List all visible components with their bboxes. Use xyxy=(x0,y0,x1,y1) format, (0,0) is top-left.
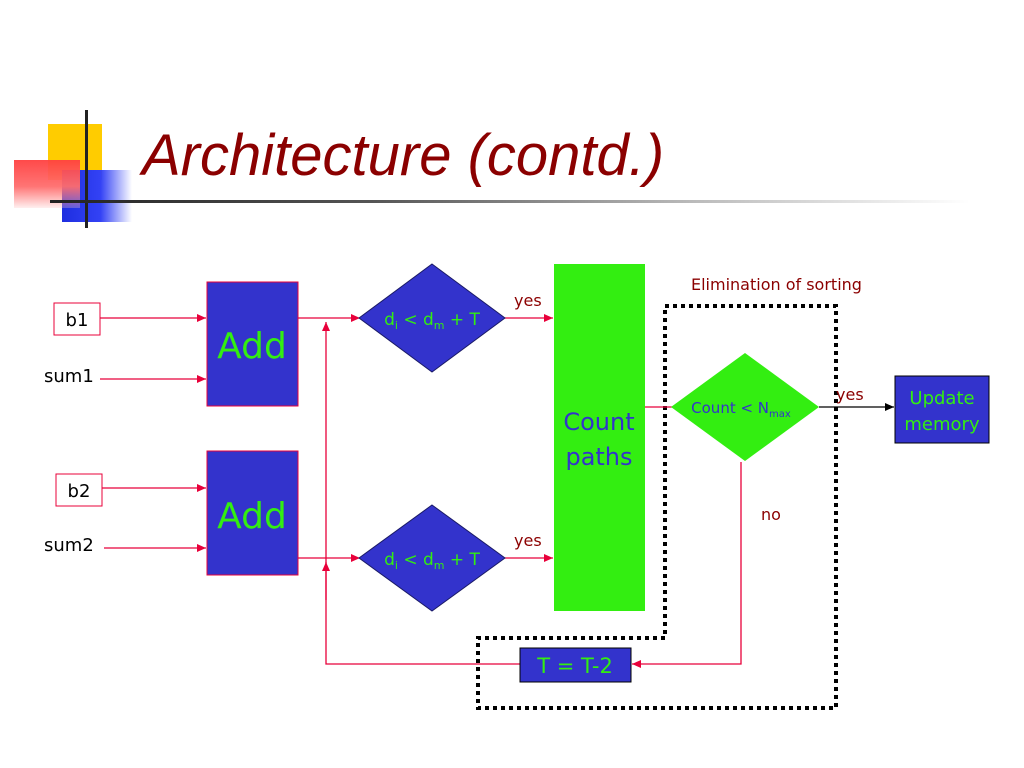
threshold-update-block xyxy=(519,647,632,683)
b2-label: b2 xyxy=(68,481,91,502)
adder-bottom-label: Add xyxy=(217,496,287,537)
count-check-diamond xyxy=(671,353,819,461)
no-feedback-arrow xyxy=(632,462,742,668)
count-paths-block xyxy=(554,264,645,611)
comparator-top-label: di < dm + T xyxy=(384,310,480,332)
threshold-update-label: T = T-2 xyxy=(536,654,613,678)
update-memory-block xyxy=(894,375,990,444)
update-memory-line1: Update xyxy=(909,388,974,409)
comparator-bottom xyxy=(358,504,506,612)
yes-top-label: yes xyxy=(514,291,542,310)
count-paths-line2: paths xyxy=(565,443,632,471)
yes-count-label: yes xyxy=(836,385,864,404)
threshold-to-top-compare-arrow xyxy=(322,322,520,665)
update-memory-line2: memory xyxy=(904,414,980,435)
adder-bottom xyxy=(206,450,299,576)
b2-box xyxy=(55,473,103,507)
adder-top xyxy=(206,281,299,407)
connectors xyxy=(100,314,742,668)
sum2-label: sum2 xyxy=(44,535,94,556)
yes-bottom-label: yes xyxy=(514,531,542,550)
slide-title: Architecture (contd.) xyxy=(142,123,665,188)
adder-top-label: Add xyxy=(217,326,287,367)
elimination-label: Elimination of sorting xyxy=(691,275,862,294)
count-check-label: Count < Nmax xyxy=(691,399,791,420)
comparator-top xyxy=(358,263,506,373)
elimination-boundary xyxy=(476,304,838,710)
b1-box xyxy=(53,302,101,336)
comparator-bottom-label: di < dm + T xyxy=(384,550,480,572)
sum1-label: sum1 xyxy=(44,366,94,387)
count-paths-line1: Count xyxy=(563,408,634,436)
decorative-vertical-line xyxy=(85,110,88,228)
no-count-label: no xyxy=(761,505,781,524)
b1-label: b1 xyxy=(66,310,89,331)
title-underline xyxy=(50,200,970,203)
